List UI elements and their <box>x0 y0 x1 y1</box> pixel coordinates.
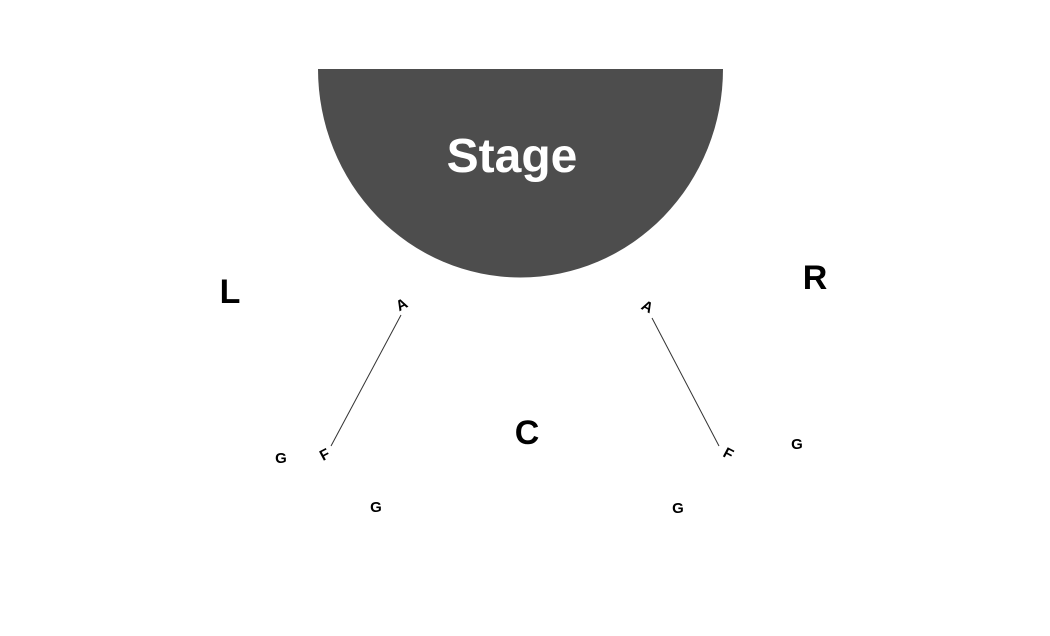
row-label-left-f[interactable]: F <box>317 445 333 464</box>
row-label-right-outer-g[interactable]: G <box>791 436 803 453</box>
row-label-left-a[interactable]: A <box>393 295 411 315</box>
section-label-right[interactable]: R <box>803 259 828 297</box>
stage-shape[interactable] <box>318 69 723 278</box>
left-aisle-line <box>330 314 402 447</box>
stage-label: Stage <box>447 130 578 183</box>
section-label-center[interactable]: C <box>515 414 540 452</box>
row-label-right-inner-g[interactable]: G <box>672 500 684 517</box>
row-label-right-f[interactable]: F <box>720 444 736 463</box>
row-label-right-a[interactable]: A <box>638 297 656 317</box>
section-label-left[interactable]: L <box>220 273 241 311</box>
row-label-left-inner-g[interactable]: G <box>370 499 382 516</box>
row-label-left-outer-g[interactable]: G <box>275 450 287 467</box>
right-aisle-line <box>651 317 720 447</box>
